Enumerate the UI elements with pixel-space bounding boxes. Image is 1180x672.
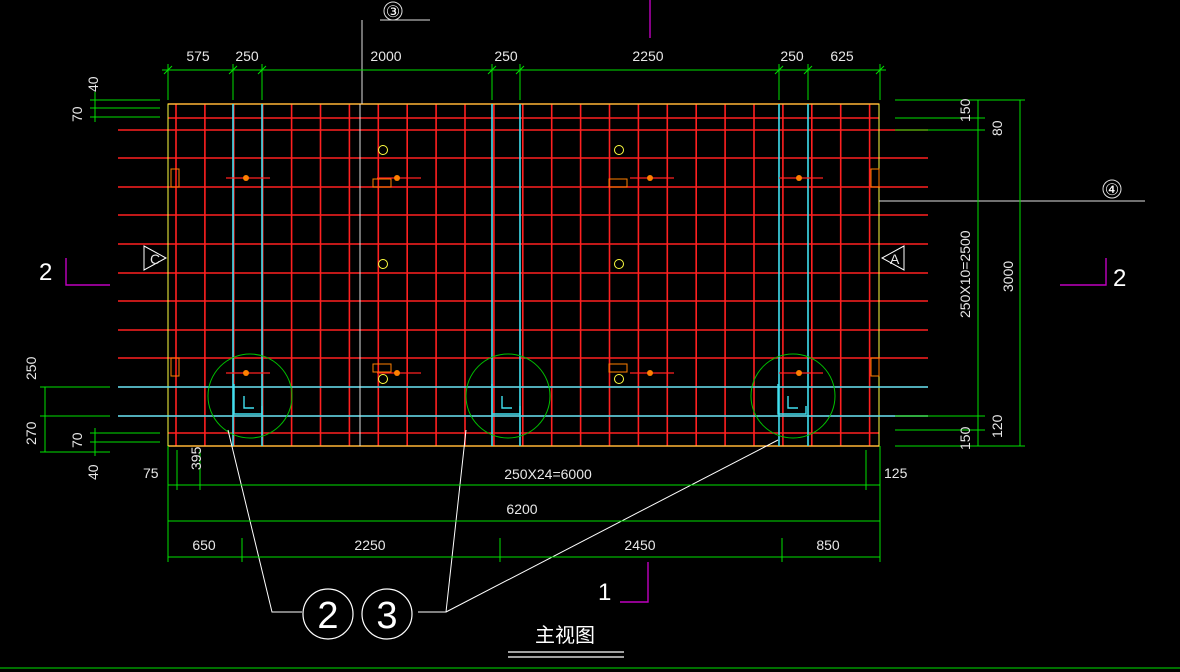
embedded-parts (170, 145, 880, 384)
embed-dot (394, 370, 400, 376)
dim-2450: 2450 (624, 537, 655, 553)
edge-embed (170, 168, 180, 188)
axis-label-3: ③ (386, 4, 400, 21)
embed-dot (796, 175, 802, 181)
slab-outline (167, 103, 880, 447)
dim-right-spacing: 250X10=2500 (957, 230, 973, 318)
embed-dot (647, 370, 653, 376)
callout-number-2: 2 (317, 595, 338, 637)
dim-650: 650 (192, 537, 216, 553)
dim-tick (257, 65, 267, 75)
section-label-left: 2 (39, 259, 52, 286)
view-mark-right-label: A (890, 251, 900, 267)
embed-plate (372, 178, 392, 188)
callout-leaders (227, 429, 779, 613)
edge-embed (170, 357, 180, 377)
axis-label-4: ④ (1105, 182, 1119, 199)
dim-top-1: 250 (235, 48, 259, 64)
dim-top-3: 250 (494, 48, 518, 64)
dim-left-70-top: 70 (69, 106, 85, 122)
dim-top-5: 250 (780, 48, 804, 64)
dim-right-120: 120 (989, 414, 1005, 438)
embed-plate (608, 178, 628, 188)
top-dimension-labels: 575 250 2000 250 2250 250 625 (186, 48, 854, 64)
embed-dot (243, 370, 249, 376)
embed-dot (796, 370, 802, 376)
embed-dot (394, 175, 400, 181)
dim-right-150-bottom: 150 (957, 426, 973, 450)
hole-marker (614, 145, 624, 155)
edge-embed (870, 357, 880, 377)
hole-marker (614, 259, 624, 269)
dim-top-2: 2000 (370, 48, 401, 64)
left-dimension-chain (40, 92, 160, 456)
dim-right-total-3000: 3000 (1000, 261, 1016, 292)
dim-left-40-top: 40 (85, 76, 101, 92)
section-label-bottom: 1 (598, 579, 611, 606)
dim-2250: 2250 (354, 537, 385, 553)
dim-top-6: 625 (830, 48, 854, 64)
leader-line (227, 429, 302, 613)
detail-circles (207, 353, 836, 439)
dim-left-70-bottom: 70 (69, 432, 85, 448)
top-dimension-chain (162, 64, 886, 100)
dim-tick (875, 65, 885, 75)
view-mark-left (143, 245, 168, 271)
axis-bubble-3 (383, 1, 403, 21)
dim-250x24: 250X24=6000 (504, 466, 592, 482)
hole-marker (378, 374, 388, 384)
view-title: 主视图 (535, 623, 595, 647)
detail-hook-left (233, 384, 263, 415)
callout-bubble-3 (361, 588, 413, 640)
dim-total-6200: 6200 (506, 501, 537, 517)
bottom-dimension-chains (167, 446, 881, 562)
dim-right-150-top: 150 (957, 98, 973, 122)
section-marks (65, 0, 1107, 603)
detail-circle-left (207, 353, 293, 439)
dim-tick (487, 65, 497, 75)
dim-left-270: 270 (23, 421, 39, 445)
embed-dot (243, 175, 249, 181)
hole-marker (378, 145, 388, 155)
dim-tick (515, 65, 525, 75)
callout-number-3: 3 (376, 595, 397, 637)
dim-top-0: 575 (186, 48, 210, 64)
dim-right-80: 80 (989, 120, 1005, 136)
callout-bubble-2 (302, 588, 354, 640)
dim-left-40-bottom: 40 (85, 464, 101, 480)
view-mark-left-label: C (150, 251, 160, 267)
dim-tick (803, 65, 813, 75)
view-mark-right (880, 245, 905, 271)
dim-tick (774, 65, 784, 75)
dim-tick (228, 65, 238, 75)
axis-bubble-4 (1102, 179, 1122, 199)
edge-embed (870, 168, 880, 188)
right-dimension-chain (895, 99, 1025, 447)
embed-plate (372, 363, 392, 373)
hole-marker (378, 259, 388, 269)
leader-line (445, 439, 779, 613)
hole-marker (614, 374, 624, 384)
dim-850: 850 (816, 537, 840, 553)
dim-top-4: 2250 (632, 48, 663, 64)
dim-395: 395 (188, 446, 204, 470)
detail-circle-right (750, 353, 836, 439)
detail-hook-right (777, 384, 807, 415)
dim-left-250: 250 (23, 356, 39, 380)
embed-dot (647, 175, 653, 181)
embed-plate (608, 363, 628, 373)
section-mark-bottom (620, 562, 649, 603)
dim-125: 125 (884, 465, 908, 481)
section-mark-right (1060, 258, 1107, 286)
dim-tick (163, 65, 173, 75)
section-label-right: 2 (1113, 265, 1126, 292)
dim-75: 75 (143, 465, 159, 481)
detail-hook-middle (491, 384, 521, 415)
section-mark-left (65, 258, 110, 286)
detail-circle-middle (465, 353, 551, 439)
cyan-lifting-bars (118, 104, 928, 446)
